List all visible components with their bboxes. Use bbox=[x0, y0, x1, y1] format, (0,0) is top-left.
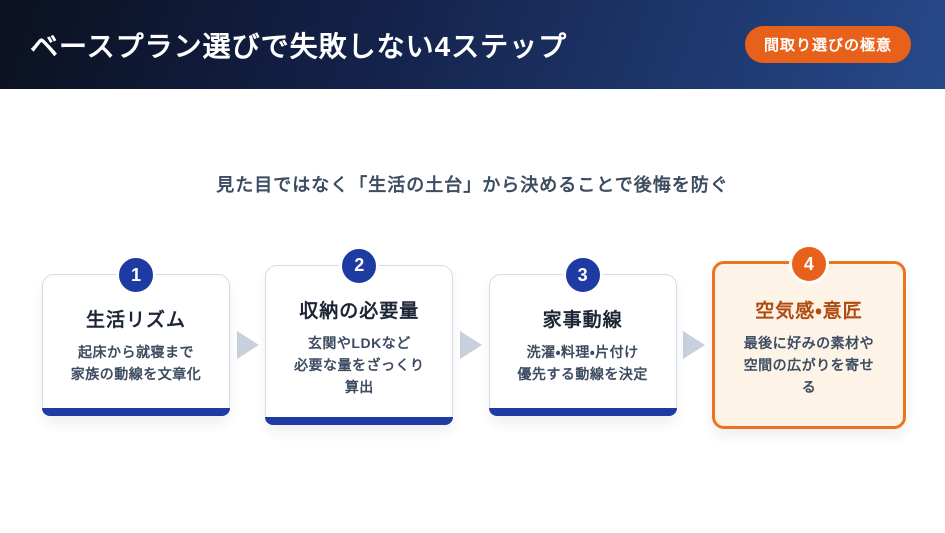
step-title-2: 収納の必要量 bbox=[299, 300, 420, 322]
step-description-4: 最後に好みの素材や 空間の広がりを寄せ る bbox=[743, 335, 875, 396]
step-card-4: 4 空気感・意匠 最後に好みの素材や 空間の広がりを寄せ る bbox=[711, 244, 906, 429]
step-number-badge-2: 2 bbox=[339, 245, 380, 286]
right-arrow-icon bbox=[459, 331, 482, 359]
step-card-3: 3 家事動線 洗濯・料理・片付け 優先する動線を決定 bbox=[488, 255, 677, 416]
step-description-1: 起床から就寝まで 家族の動線を文章化 bbox=[70, 344, 202, 383]
step-description-2: 玄関やLDKなど 必要な量をざっくり 算出 bbox=[294, 334, 425, 396]
step-number-3: 3 bbox=[577, 264, 588, 285]
header-banner: ベースプラン選びで失敗しない4ステップ 間取り選びの極意 bbox=[0, 0, 945, 89]
step-title-3: 家事動線 bbox=[542, 310, 623, 331]
step-number-badge-4: 4 bbox=[788, 244, 829, 284]
step-number-badge-1: 1 bbox=[116, 255, 156, 295]
step-title-4: 空気感・意匠 bbox=[755, 301, 863, 322]
right-arrow-icon bbox=[683, 331, 706, 359]
right-arrow-icon bbox=[236, 331, 259, 359]
step-number-badge-3: 3 bbox=[562, 255, 603, 295]
step-card-2: 2 収納の必要量 玄関やLDKなど 必要な量をざっくり 算出 bbox=[265, 245, 454, 426]
step-number-1: 1 bbox=[130, 264, 141, 285]
page-title: ベースプラン選びで失敗しない4ステップ bbox=[30, 30, 568, 62]
step-description-3: 洗濯・料理・片付け 優先する動線を決定 bbox=[517, 344, 648, 383]
subtitle: 見た目ではなく「生活の土台」から決めることで後悔を防ぐ bbox=[216, 175, 729, 195]
step-number-4: 4 bbox=[803, 253, 814, 274]
step-title-1: 生活リズム bbox=[85, 310, 186, 331]
step-number-2: 2 bbox=[354, 255, 365, 276]
steps-row: 1 生活リズム 起床から就寝まで 家族の動線を文章化 2 収納の必要量 玄関やL… bbox=[0, 244, 945, 429]
step-card-1: 1 生活リズム 起床から就寝まで 家族の動線を文章化 bbox=[42, 255, 230, 416]
header-badge: 間取り選びの極意 bbox=[744, 26, 911, 63]
